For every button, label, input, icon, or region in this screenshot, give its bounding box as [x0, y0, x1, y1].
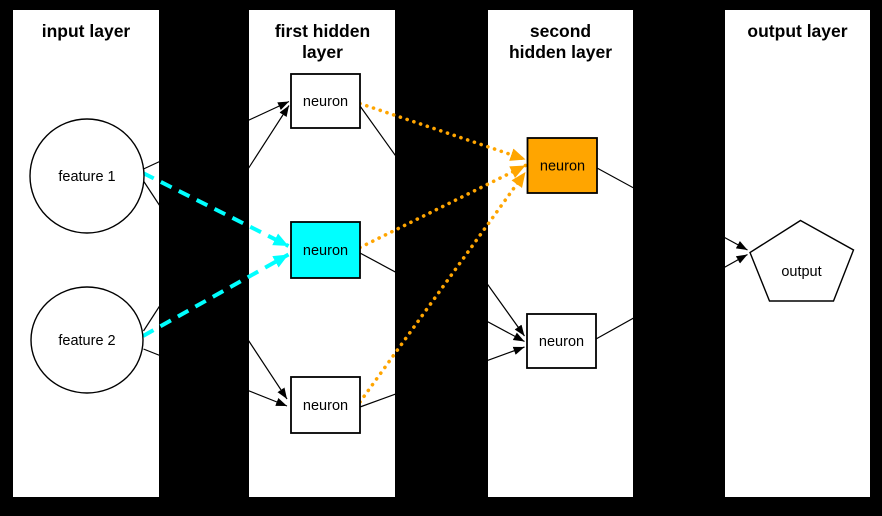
column-title-output-layer: output layer: [747, 21, 847, 41]
label-hidden1-middle-neuron: neuron: [303, 243, 348, 259]
edge-feature2-to-h1top: [142, 105, 290, 332]
column-title-second-hidden-line2: hidden layer: [509, 42, 612, 62]
edge-h2bot-to-output: [595, 253, 748, 340]
column-panel-second-hidden-layer: [488, 10, 633, 497]
edge-feature1-to-h1bot: [142, 180, 288, 400]
label-hidden1-top-neuron: neuron: [303, 94, 348, 110]
edge-h1bot-to-h2top: [358, 170, 528, 404]
column-title-first-hidden-line1: first hidden: [275, 21, 370, 41]
node-output-pentagon: [749, 219, 855, 302]
node-hidden2-top-neuron-highlighted-orange: [526, 137, 598, 194]
edge-feature2-to-h1bot: [143, 348, 288, 407]
node-feature-1: [29, 118, 145, 234]
column-title-input-layer: input layer: [42, 21, 131, 41]
label-output: output: [781, 264, 821, 280]
cyan-edges: [142, 171, 290, 338]
node-hidden2-bottom-neuron: [526, 313, 597, 369]
edge-h1top-to-h2top: [358, 101, 528, 162]
edge-h1mid-to-h2bot: [359, 252, 525, 343]
edge-h1top-to-h2bot: [359, 105, 525, 337]
orange-edges: [358, 101, 528, 404]
edge-feature1-to-h1mid: [142, 171, 290, 248]
node-hidden1-bottom-neuron: [290, 376, 361, 434]
node-hidden1-middle-neuron-highlighted-cyan: [290, 221, 361, 279]
node-hidden1-top-neuron: [290, 73, 361, 129]
label-hidden2-bottom-neuron: neuron: [539, 334, 584, 350]
node-feature-2: [30, 286, 144, 394]
label-hidden2-top-neuron: neuron: [540, 159, 585, 175]
edge-h1mid-to-h2top: [358, 163, 528, 250]
column-panel-input-layer: [13, 10, 159, 497]
edge-feature1-to-h1top: [143, 100, 290, 170]
column-title-second-hidden-line1: second: [530, 21, 591, 41]
edge-feature2-to-h1mid: [142, 252, 290, 338]
label-hidden1-bottom-neuron: neuron: [303, 398, 348, 414]
black-edges: [142, 100, 748, 408]
label-feature-1: feature 1: [58, 169, 115, 185]
edge-h2top-to-output: [596, 167, 748, 251]
label-feature-2: feature 2: [58, 333, 115, 349]
column-title-first-hidden-line2: layer: [302, 42, 343, 62]
edge-h1bot-to-h2bot: [359, 346, 525, 408]
